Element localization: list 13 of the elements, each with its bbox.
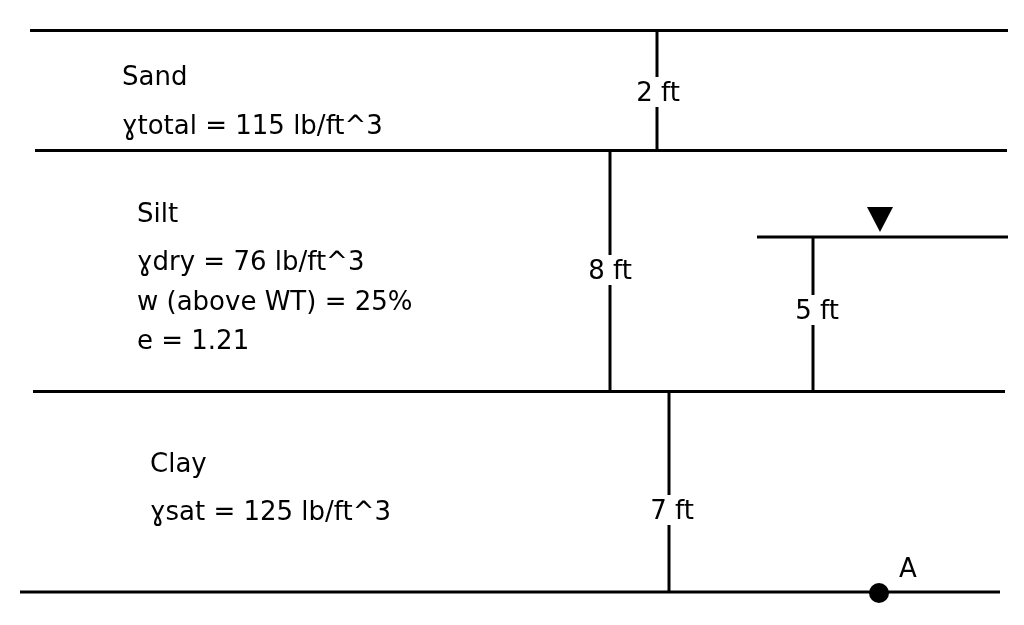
soil-property: e = 1.21 xyxy=(137,327,250,353)
dimension-label: 2 ft xyxy=(636,77,680,107)
soil-property: ɣtotal = 115 lb/ft^3 xyxy=(122,112,383,138)
soil-property: ɣsat = 125 lb/ft^3 xyxy=(150,498,392,524)
dimension-label: 7 ft xyxy=(650,495,694,525)
dimension-label: 8 ft xyxy=(588,255,632,285)
layer-name: Clay xyxy=(150,450,207,476)
layer-name: Sand xyxy=(122,63,188,89)
dimension-label: 5 ft xyxy=(795,295,839,325)
point-label: A xyxy=(899,553,917,583)
soil-property: ɣdry = 76 lb/ft^3 xyxy=(137,248,365,274)
layer-name: Silt xyxy=(137,200,179,226)
soil-property: w (above WT) = 25% xyxy=(137,288,413,314)
